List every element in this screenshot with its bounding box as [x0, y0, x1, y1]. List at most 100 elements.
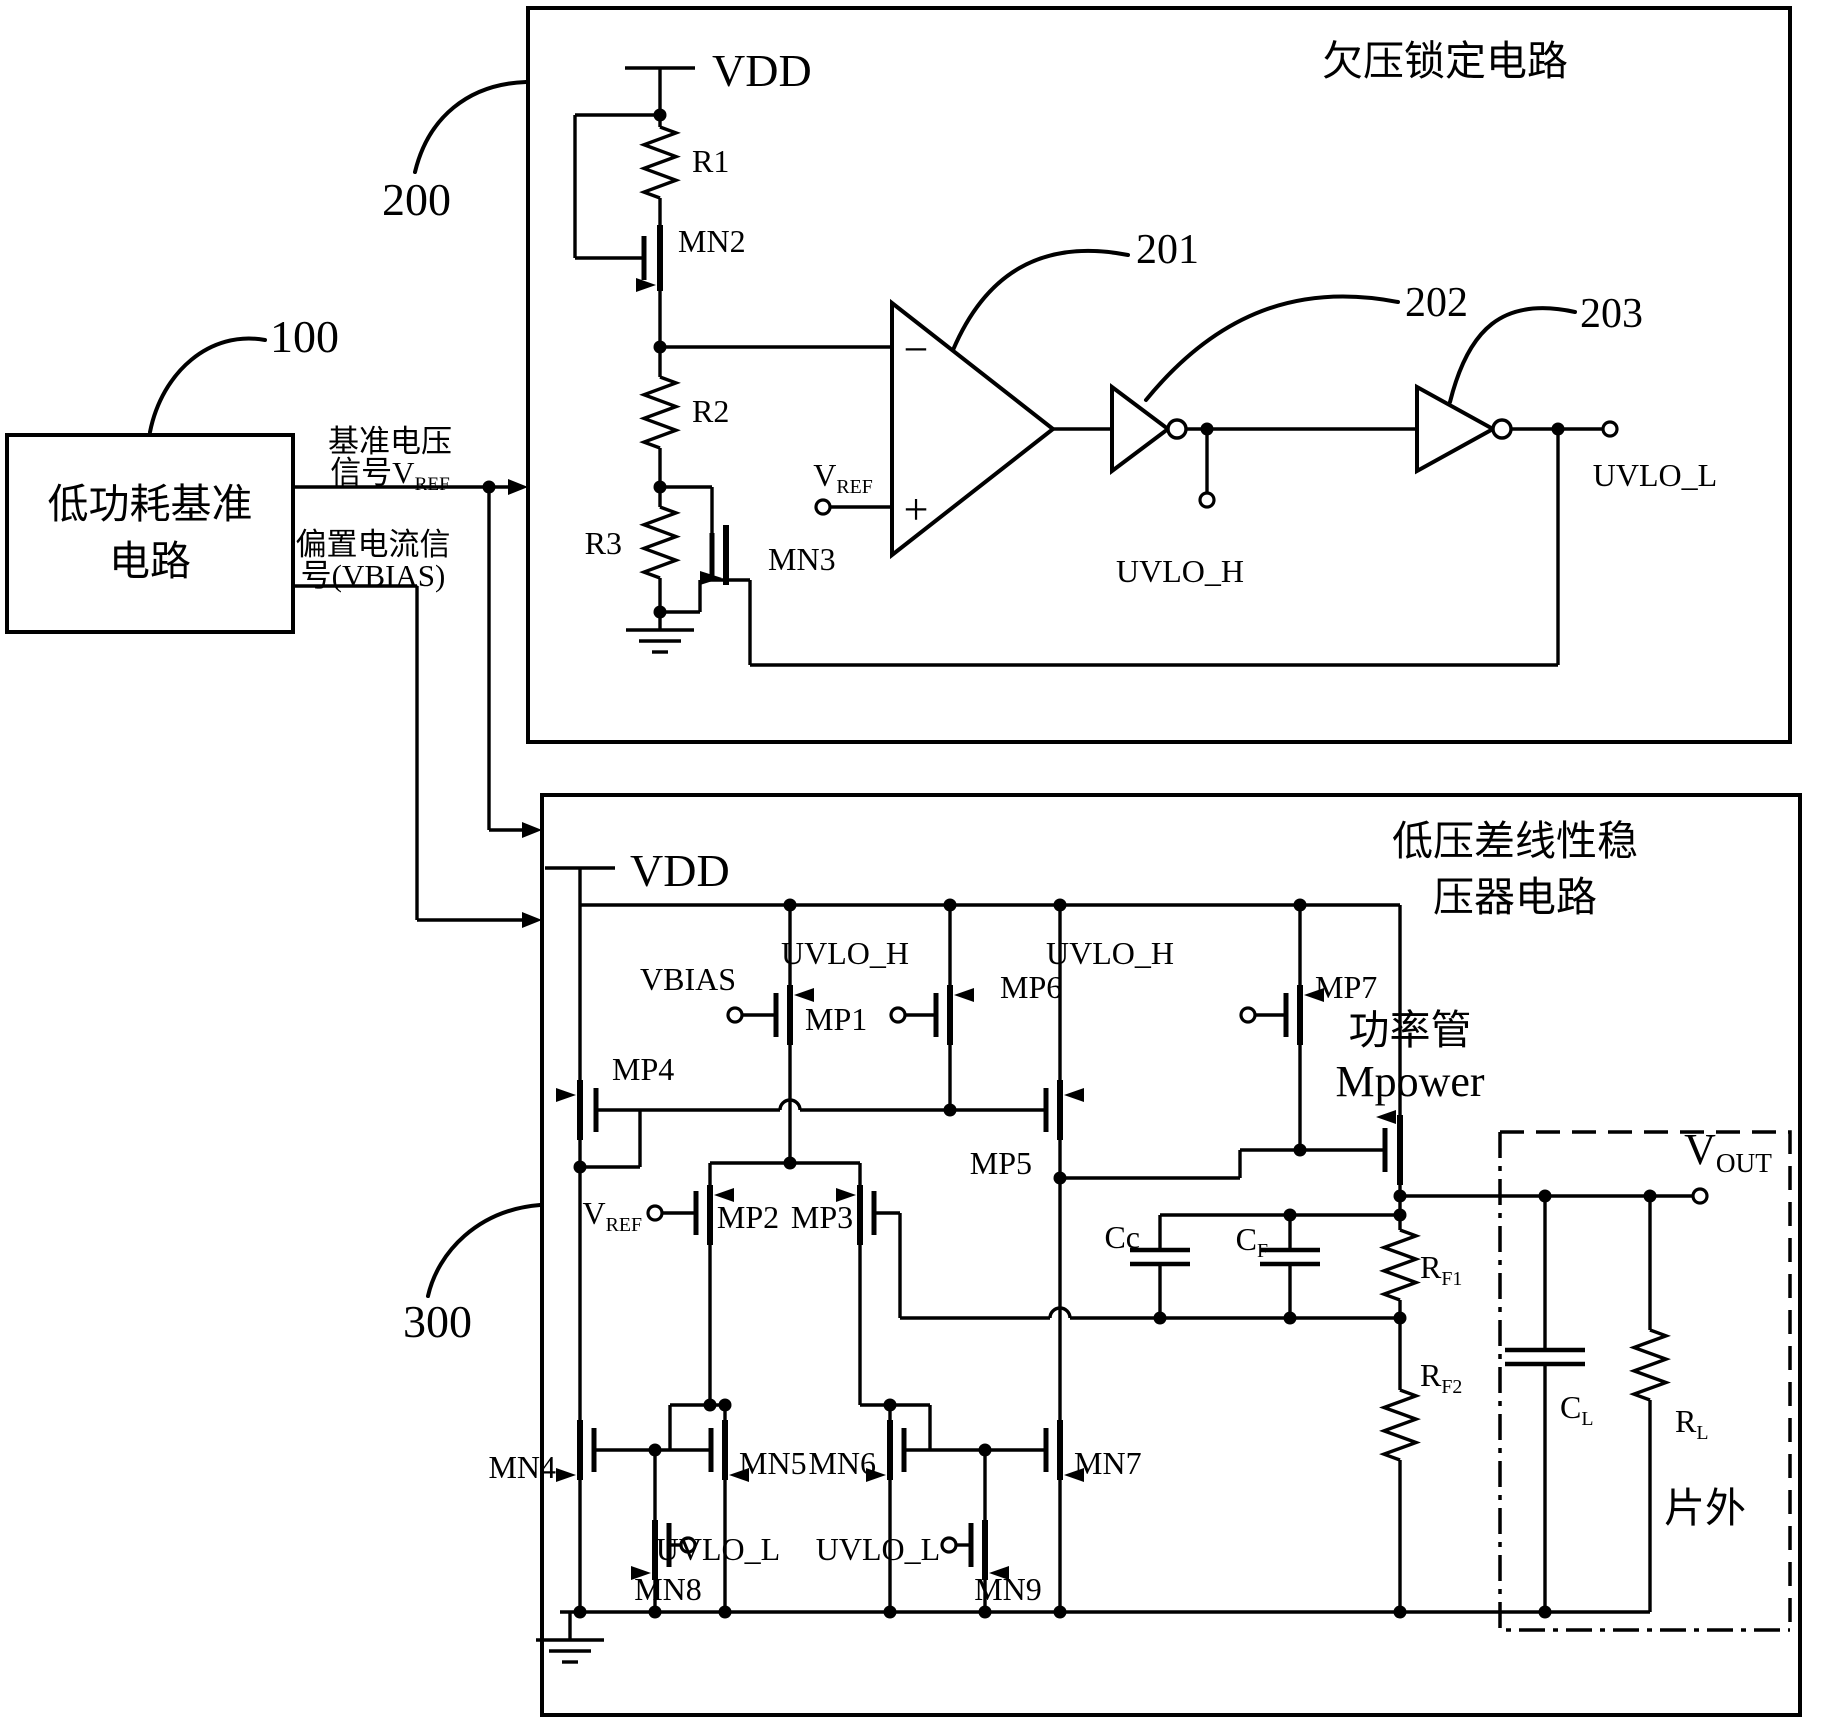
junction-dot: [1393, 1311, 1407, 1325]
arrowhead: [636, 278, 656, 292]
vref-ldo-terminal: [646, 1204, 664, 1222]
ref-num-201: 201: [1136, 227, 1199, 273]
ldo-title-line2: 压器电路: [1433, 874, 1597, 920]
arrowhead: [954, 988, 974, 1002]
arrowhead: [714, 1188, 734, 1202]
comparator-plus: +: [904, 485, 929, 534]
junction-dot: [1053, 1171, 1067, 1185]
inverter-203-bubble: [1491, 418, 1513, 440]
junction-dot: [1053, 1605, 1067, 1619]
junction-dot: [783, 1156, 797, 1170]
label-mp4: MP4: [612, 1051, 674, 1087]
reference-block: [5, 433, 295, 634]
label-uvlo-h-mp7: UVLO_H: [1046, 935, 1174, 971]
vbias-signal-caption-line1: 偏置电流信: [296, 527, 451, 562]
label-vbias: VBIAS: [640, 961, 736, 997]
arrowhead: [631, 1566, 651, 1580]
junction-dot: [1551, 422, 1565, 436]
junction-dot: [978, 1443, 992, 1457]
arrowhead: [522, 912, 542, 928]
junction-dot: [1643, 1189, 1657, 1203]
junction-dot: [943, 898, 957, 912]
vref-signal-caption-line2: 信号VREF: [330, 455, 450, 495]
label-rl: RL: [1675, 1403, 1708, 1444]
ref-num-100: 100: [270, 311, 339, 362]
label-r3: R3: [585, 525, 622, 561]
reference-block-name-line2: 电路: [109, 538, 191, 584]
arrowhead: [989, 1566, 1009, 1580]
resistor: [1379, 1388, 1421, 1462]
ref-num-202: 202: [1405, 280, 1468, 326]
ldo-vref-label: VREF: [583, 1195, 642, 1236]
junction-dot: [1293, 1143, 1307, 1157]
wire-hop: [778, 1098, 802, 1111]
label-mp2: MP2: [717, 1199, 779, 1235]
junction-dot: [1538, 1605, 1552, 1619]
arrowhead: [794, 988, 814, 1002]
label-mp1: MP1: [805, 1001, 867, 1037]
arrowhead: [1304, 988, 1324, 1002]
comparator-201: [890, 298, 1057, 560]
arrowhead: [836, 1188, 856, 1202]
junction-dot: [1293, 898, 1307, 912]
label-offchip: 片外: [1664, 1485, 1746, 1531]
offchip-dashed-box: [1500, 1130, 1792, 1630]
label-mp5: MP5: [970, 1145, 1032, 1181]
resistor: [639, 505, 681, 580]
inverter-202: [1110, 383, 1172, 475]
label-cl: CL: [1560, 1389, 1593, 1430]
vout-terminal: [1691, 1187, 1709, 1205]
ref-num-203: 203: [1580, 291, 1643, 337]
label-mn8: MN8: [634, 1571, 702, 1607]
label-vout: VOUT: [1684, 1125, 1772, 1178]
junction-dot: [883, 1605, 897, 1619]
junction-dot: [1283, 1208, 1297, 1222]
label-mn5: MN5: [739, 1445, 807, 1481]
junction-dot: [1393, 1189, 1407, 1203]
label-mp3: MP3: [791, 1199, 853, 1235]
junction-dot: [1153, 1311, 1167, 1325]
vref-terminal: [814, 498, 832, 516]
junction-dot: [1393, 1605, 1407, 1619]
leader-203: [1448, 306, 1577, 404]
leader-300: [426, 1203, 542, 1298]
junction-dot: [883, 1398, 897, 1412]
label-uvlo-h-mp6: UVLO_H: [781, 935, 909, 971]
uvlo-vdd-label: VDD: [712, 45, 812, 96]
resistor: [1629, 1328, 1671, 1402]
junction-dot: [648, 1443, 662, 1457]
resistor: [639, 125, 681, 200]
label-uvlo-l-mn8: UVLO_L: [656, 1531, 780, 1567]
ref-num-200: 200: [382, 174, 451, 225]
label-mn4: MN4: [488, 1449, 556, 1485]
inverter-202-bubble: [1166, 418, 1188, 440]
junction-dot: [653, 605, 667, 619]
junction-dot: [653, 340, 667, 354]
uvlo-h-mp7-terminal: [1239, 1006, 1257, 1024]
junction-dot: [1200, 422, 1214, 436]
junction-dot: [978, 1605, 992, 1619]
uvlo-h-terminal: [1198, 491, 1216, 509]
label-mn7: MN7: [1074, 1445, 1142, 1481]
label-r1: R1: [692, 143, 729, 179]
uvlo-l-terminal: [1601, 420, 1619, 438]
arrowhead: [1376, 1110, 1396, 1124]
junction-dot: [783, 898, 797, 912]
leader-100: [148, 336, 267, 434]
junction-dot: [653, 108, 667, 122]
ldo-box: [540, 793, 1802, 1717]
label-uvlo-l-mn9: UVLO_L: [816, 1531, 940, 1567]
uvlo-vref-label: VREF: [813, 457, 872, 498]
uvlo-l-mn9-terminal: [940, 1536, 958, 1554]
junction-dot: [1393, 1208, 1407, 1222]
label-mn6: MN6: [808, 1445, 876, 1481]
ldo-vdd-label: VDD: [630, 845, 730, 896]
arrowhead: [866, 1468, 886, 1482]
inverter-203: [1415, 383, 1498, 475]
junction-dot: [943, 1103, 957, 1117]
uvlo-h-output-label: UVLO_H: [1116, 553, 1244, 589]
junction-dot: [482, 480, 496, 494]
reference-block-name-line1: 低功耗基准: [48, 481, 253, 527]
junction-dot: [1283, 1311, 1297, 1325]
